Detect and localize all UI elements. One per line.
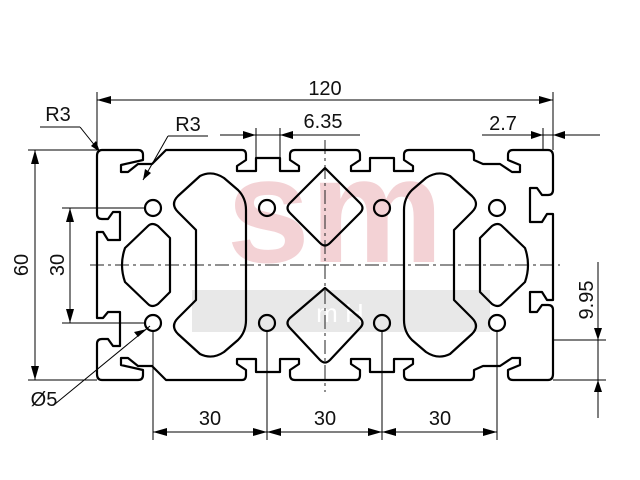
core-hole: [487, 198, 507, 218]
core-hole: [143, 198, 163, 218]
watermark-band: [192, 290, 490, 332]
dimension-hole-diameter: Ø5: [31, 325, 151, 411]
dimension-overall-height: 60: [11, 149, 97, 381]
dimension-wall-thickness: 2.7: [482, 113, 600, 150]
dimension-overall-width: 120: [96, 78, 554, 150]
core-hole: [487, 313, 507, 333]
dimension-outer-radius: R3: [40, 104, 101, 153]
wall-thickness-label: 2.7: [489, 113, 517, 135]
profile-outline: [95, 148, 555, 382]
dimension-slot-depth: 9.95: [553, 262, 606, 418]
pitch-2-label: 30: [314, 408, 336, 430]
watermark-logo-text: sm: [227, 126, 444, 294]
hole-diameter-label: Ø5: [31, 389, 58, 411]
chamber-center-bottom: [286, 286, 364, 364]
pitch-1-label: 30: [199, 408, 221, 430]
dimension-slot-width: 6.35: [220, 111, 360, 158]
slot-depth-label: 9.95: [576, 281, 598, 320]
overall-width-label: 120: [308, 78, 341, 100]
dimension-inner-height: 30: [47, 207, 145, 324]
dimension-inner-radius: R3: [142, 114, 208, 181]
chamber-center-top: [286, 166, 364, 247]
inner-radius-label: R3: [175, 114, 201, 136]
watermark-sub-text: m H: [316, 298, 364, 328]
chamber-right: [402, 172, 478, 358]
outer-radius-label: R3: [45, 104, 71, 126]
dimension-pitch: 30 30 30: [152, 330, 498, 440]
core-hole: [372, 198, 392, 218]
pitch-3-label: 30: [429, 408, 451, 430]
core-hole: [257, 198, 277, 218]
slot-width-label: 6.35: [304, 111, 343, 133]
overall-height-label: 60: [11, 254, 33, 276]
inner-height-label: 30: [47, 254, 69, 276]
watermark-logo: sm m H: [192, 126, 490, 332]
chamber-left-inner: [120, 222, 172, 308]
chamber-right-inner: [478, 222, 530, 308]
chamber-left: [172, 172, 248, 358]
